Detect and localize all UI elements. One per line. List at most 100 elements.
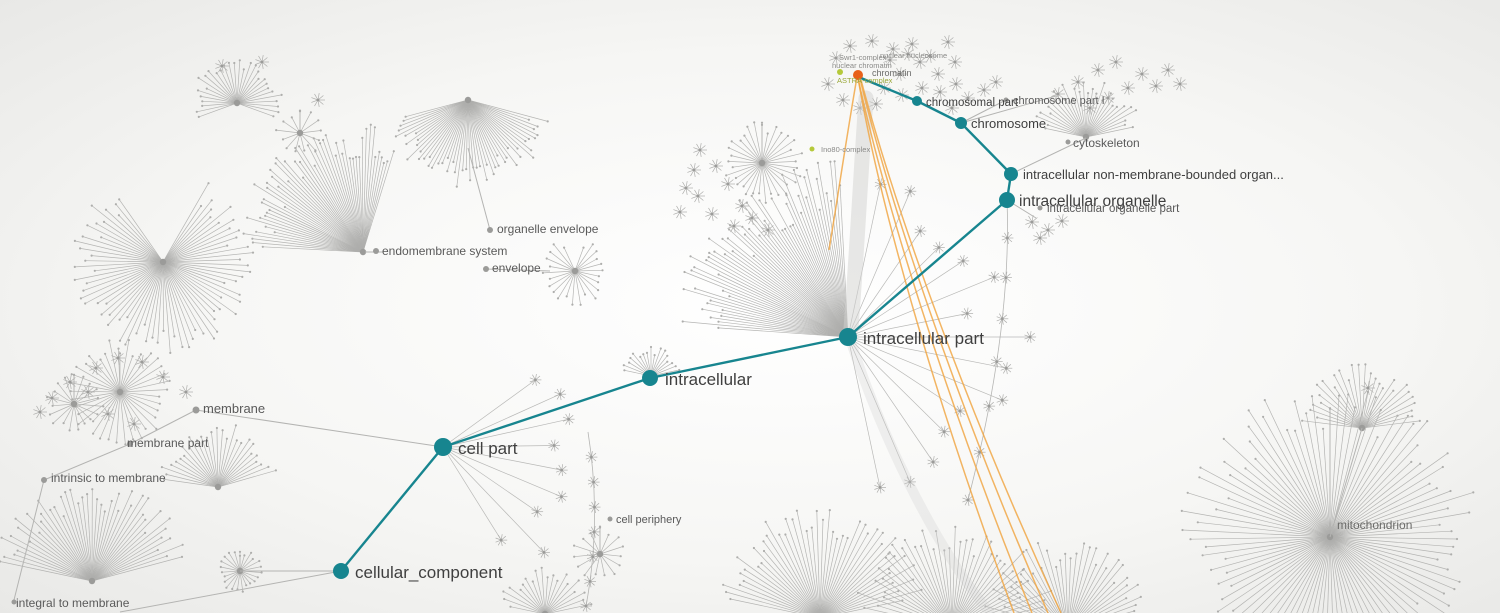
collapsed-node-star[interactable] (255, 55, 269, 69)
node-label-cellular-component[interactable]: cellular_component (355, 563, 503, 582)
node-label-intracellular-part[interactable]: intracellular part (863, 329, 984, 348)
collapsed-cluster[interactable] (275, 109, 322, 153)
collapsed-node-star[interactable] (931, 67, 945, 81)
collapsed-node-star[interactable] (962, 494, 974, 506)
collapsed-node-star[interactable] (45, 391, 59, 405)
collapsed-node-star[interactable] (727, 219, 741, 233)
collapsed-node-star[interactable] (179, 385, 193, 399)
graph-node-intracellular-organelle[interactable] (999, 192, 1015, 208)
collapsed-node-star[interactable] (1101, 91, 1115, 105)
node-label-tiny[interactable]: Ino80-complex (821, 145, 870, 154)
highlight-node-green[interactable] (809, 146, 815, 152)
graph-node-minor[interactable] (1065, 139, 1071, 145)
collapsed-node-star[interactable] (973, 446, 986, 459)
collapsed-node-star[interactable] (586, 550, 599, 563)
collapsed-node-star[interactable] (691, 189, 705, 203)
collapsed-node-star[interactable] (829, 51, 843, 65)
collapsed-node-star[interactable] (584, 575, 596, 588)
graph-node-cellular-component[interactable] (333, 563, 349, 579)
node-label-cell-part[interactable]: cell part (458, 439, 518, 458)
node-label-minor[interactable]: envelope (492, 261, 541, 275)
node-label-minor[interactable]: integral to membrane (16, 596, 130, 610)
node-label-chromosomal-part[interactable]: chromosomal part (926, 97, 1019, 109)
collapsed-node-star[interactable] (587, 476, 600, 489)
graph-node-minor[interactable] (607, 516, 613, 522)
collapsed-node-star[interactable] (673, 205, 687, 219)
graph-node-cell-part[interactable] (434, 438, 452, 456)
graph-node-intracellular-part[interactable] (839, 328, 857, 346)
graph-node-minor[interactable] (373, 248, 379, 254)
highlight-node-green[interactable] (837, 69, 843, 75)
collapsed-node-star[interactable] (821, 77, 835, 91)
collapsed-node-star[interactable] (989, 75, 1003, 89)
collapsed-node-star[interactable] (1055, 214, 1069, 228)
graph-node-minor[interactable] (487, 227, 493, 233)
collapsed-node-star[interactable] (156, 370, 170, 384)
collapsed-cluster[interactable] (722, 509, 923, 613)
collapsed-node-star[interactable] (990, 355, 1003, 368)
graph-node-minor[interactable] (11, 599, 17, 605)
collapsed-node-star[interactable] (933, 85, 947, 99)
collapsed-node-star[interactable] (1033, 231, 1047, 245)
collapsed-cluster[interactable] (725, 121, 804, 204)
collapsed-node-star[interactable] (679, 181, 693, 195)
collapsed-node-star[interactable] (1001, 232, 1014, 244)
graph-node-minor[interactable] (483, 266, 489, 272)
collapsed-node-star[interactable] (705, 207, 719, 221)
node-label-minor[interactable]: chromosome part I (1013, 95, 1105, 107)
collapsed-node-star[interactable] (89, 361, 103, 375)
collapsed-node-star[interactable] (1121, 81, 1135, 95)
collapsed-cluster[interactable] (541, 243, 604, 306)
node-label-minor[interactable]: cell periphery (616, 514, 682, 526)
node-label-tiny[interactable]: chromatin (872, 68, 912, 78)
collapsed-node-star[interactable] (1091, 63, 1105, 77)
collapsed-node-star[interactable] (843, 39, 857, 53)
collapsed-node-star[interactable] (63, 375, 77, 389)
collapsed-cluster[interactable] (573, 525, 625, 577)
collapsed-node-star[interactable] (1083, 101, 1097, 115)
collapsed-node-star[interactable] (1071, 75, 1085, 89)
collapsed-node-star[interactable] (1361, 381, 1375, 395)
node-label-minor[interactable]: endomembrane system (382, 244, 507, 258)
collapsed-node-star[interactable] (111, 351, 125, 365)
collapsed-node-star[interactable] (983, 400, 996, 413)
collapsed-node-star[interactable] (33, 405, 47, 419)
collapsed-cluster[interactable] (1180, 390, 1475, 613)
collapsed-node-star[interactable] (693, 143, 707, 157)
graph-node-minor[interactable] (41, 477, 47, 483)
collapsed-node-star[interactable] (886, 42, 900, 56)
collapsed-node-star[interactable] (588, 501, 601, 514)
collapsed-node-star[interactable] (961, 91, 975, 105)
collapsed-node-star[interactable] (913, 55, 927, 69)
collapsed-node-star[interactable] (101, 407, 115, 421)
collapsed-cluster[interactable] (69, 339, 171, 446)
collapsed-node-star[interactable] (311, 93, 325, 107)
graph-node-chromosomal-part[interactable] (912, 96, 922, 106)
node-label-minor[interactable]: membrane part (127, 436, 209, 450)
collapsed-node-star[interactable] (1161, 63, 1175, 77)
collapsed-node-star[interactable] (945, 101, 959, 115)
graph-node-intracellular[interactable] (642, 370, 658, 386)
collapsed-node-star[interactable] (735, 199, 749, 213)
graph-node-minor[interactable] (1037, 205, 1043, 211)
collapsed-node-star[interactable] (1109, 55, 1123, 69)
node-label-intracellular[interactable]: intracellular (665, 370, 752, 389)
node-label-tiny[interactable]: nuclear nucleosome (880, 51, 947, 60)
collapsed-cluster[interactable] (160, 424, 277, 491)
collapsed-node-star[interactable] (687, 163, 701, 177)
node-label-tiny[interactable]: nuclear chromatin (832, 61, 892, 70)
node-label-minor[interactable]: cytoskeleton (1073, 136, 1140, 150)
collapsed-node-star[interactable] (1051, 87, 1065, 101)
collapsed-node-star[interactable] (883, 53, 897, 67)
collapsed-cluster[interactable] (0, 488, 184, 585)
graph-node-minor[interactable] (1003, 97, 1009, 103)
collapsed-cluster[interactable] (1035, 81, 1138, 141)
collapsed-cluster[interactable] (394, 96, 549, 188)
node-label-intracellular-non-membrane-bounded-organelle[interactable]: intracellular non-membrane-bounded organ… (1023, 167, 1284, 182)
collapsed-node-star[interactable] (1041, 223, 1055, 237)
node-label-intracellular-organelle[interactable]: intracellular organelle (1019, 193, 1166, 210)
collapsed-node-star[interactable] (127, 417, 141, 431)
collapsed-node-star[interactable] (977, 83, 991, 97)
collapsed-node-star[interactable] (893, 67, 907, 81)
